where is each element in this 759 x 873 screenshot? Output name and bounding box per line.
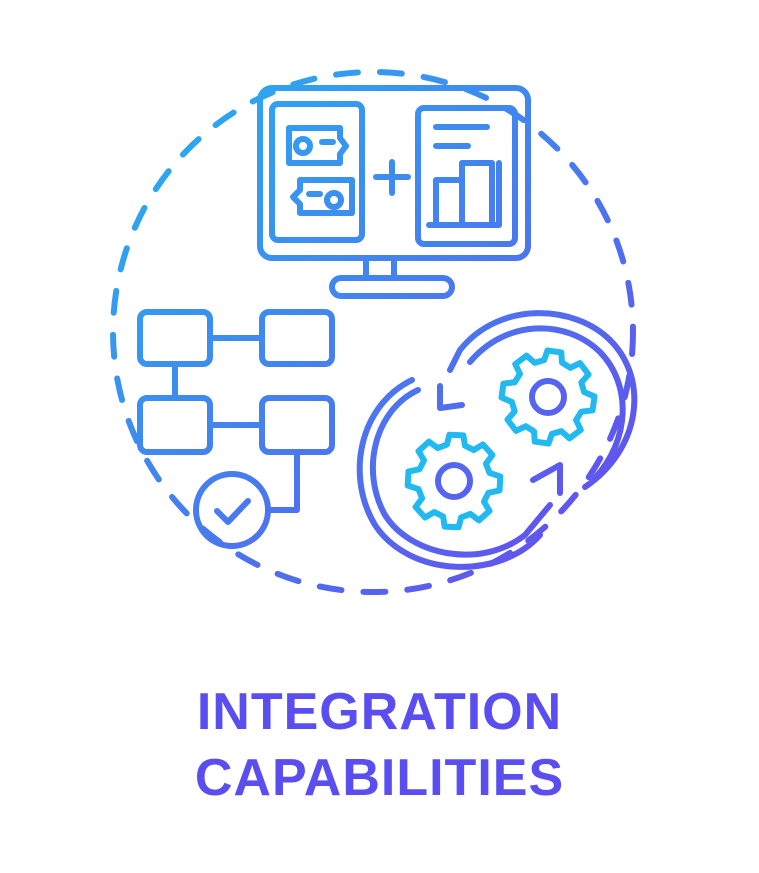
gears-cycle-icon bbox=[356, 310, 638, 570]
plus-icon bbox=[373, 159, 411, 196]
dashed-circle bbox=[110, 69, 636, 595]
title-line-2: CAPABILITIES bbox=[194, 749, 565, 807]
monitor-icon bbox=[257, 85, 531, 299]
checkmark-circle-icon bbox=[193, 471, 271, 549]
title-line-1: INTEGRATION bbox=[196, 683, 563, 741]
flowchart-icon bbox=[137, 309, 335, 513]
transfer-cards-icon bbox=[286, 125, 355, 216]
bar-chart-document-icon bbox=[426, 124, 502, 228]
